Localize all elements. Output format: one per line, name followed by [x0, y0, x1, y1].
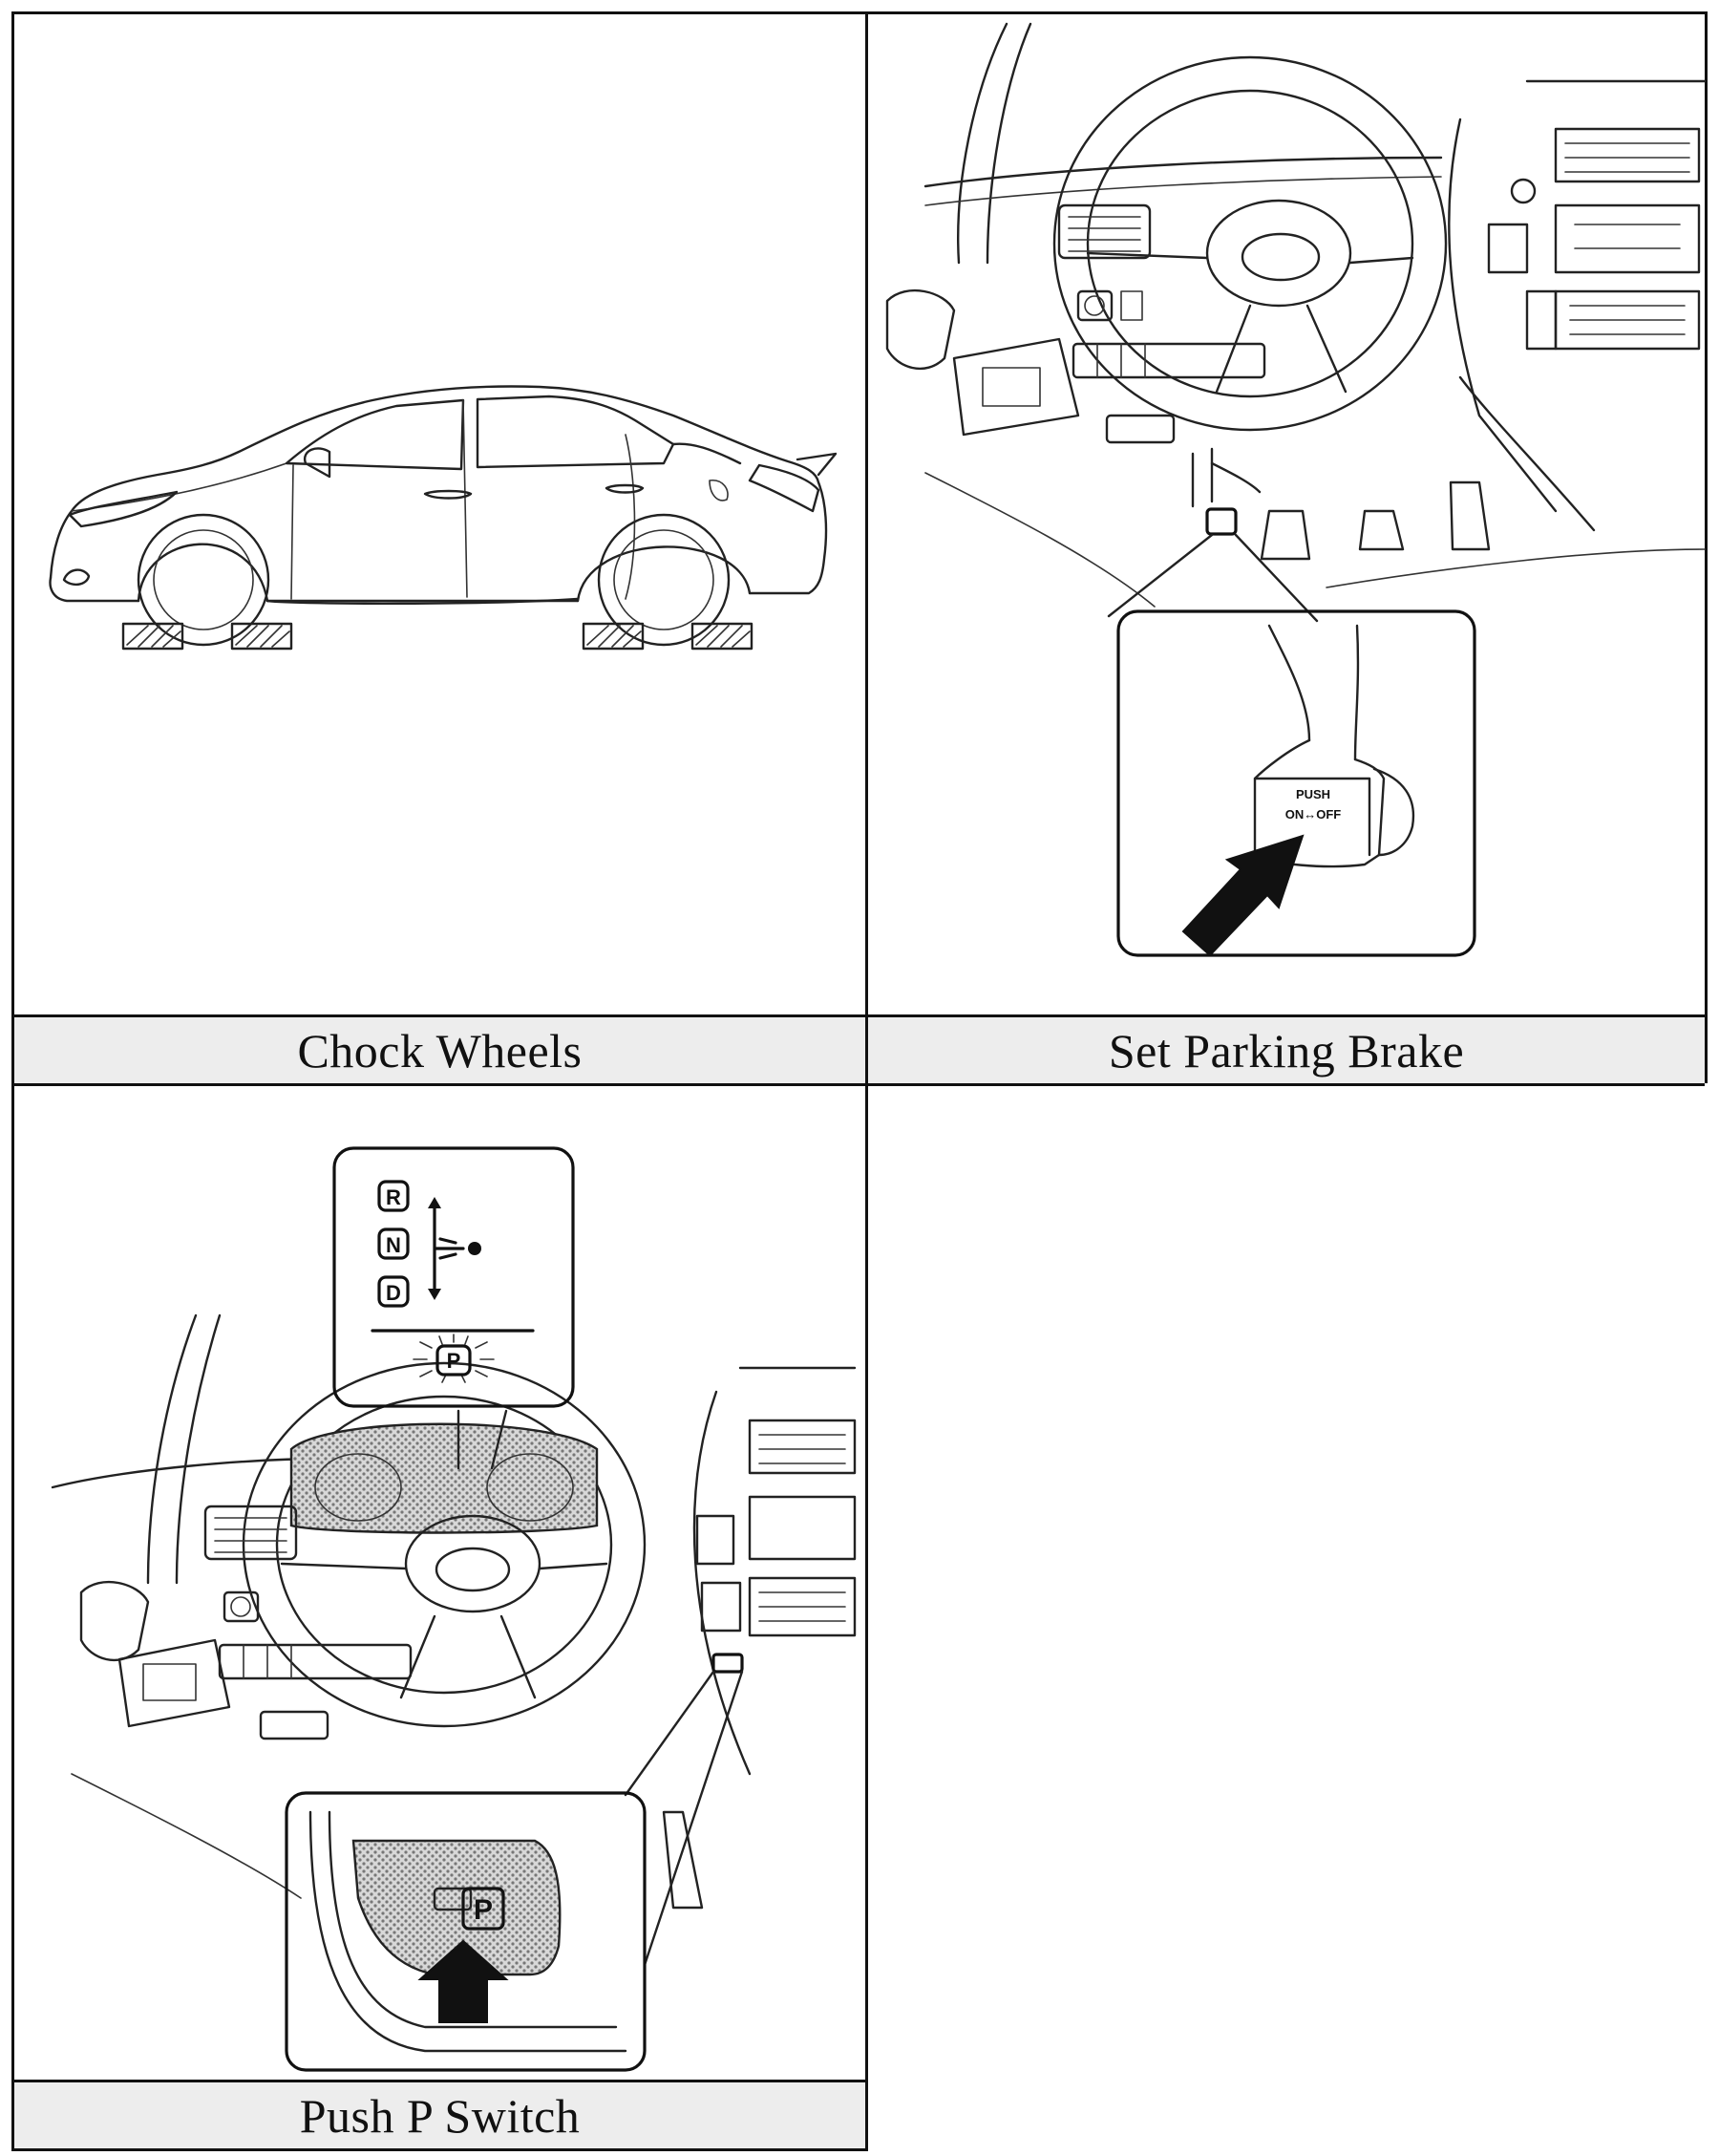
shift-position-n: N [377, 1227, 410, 1260]
table-border-left [11, 11, 14, 2151]
svg-text:R: R [386, 1185, 401, 1209]
table-border-top-right [868, 11, 1705, 14]
panel-set-parking-brake: PUSH ON↔OFF [868, 14, 1707, 1017]
wheel-chock-rear-right [690, 622, 753, 651]
switch-label-push: PUSH [1296, 787, 1330, 801]
instrument-cluster-highlight [289, 1422, 599, 1534]
p-switch-label: P [474, 1894, 493, 1926]
table-border-right [1705, 11, 1708, 1083]
table-border-top [11, 11, 868, 14]
caption-text: Push P Switch [299, 2088, 581, 2143]
caption-text: Set Parking Brake [1108, 1023, 1465, 1078]
shift-position-d: D [377, 1275, 410, 1308]
table-divider-vertical [865, 11, 868, 2151]
dashboard-illustration-p-switch: P R N D [51, 1146, 857, 2072]
park-indicator-icon: P [413, 1334, 495, 1383]
switch-label-on-off: ON↔OFF [1285, 807, 1342, 822]
push-arrow-icon [1181, 834, 1305, 957]
wheel-chock-front-left [121, 622, 184, 651]
panel-push-p-switch: P R N D [14, 1086, 865, 2089]
panel-chock-wheels [14, 14, 865, 1017]
push-arrow-icon [417, 1939, 509, 2023]
instruction-table: Chock Wheels [11, 11, 1708, 2151]
caption-text: Chock Wheels [297, 1023, 583, 1078]
svg-text:P: P [447, 1349, 461, 1373]
caption-push-p-switch: Push P Switch [14, 2080, 865, 2151]
p-switch-panel-highlight [351, 1839, 562, 1976]
dashboard-illustration-parking-brake: PUSH ON↔OFF [885, 22, 1707, 957]
shift-position-r: R [377, 1180, 410, 1212]
wheel-chock-front-right [230, 622, 293, 651]
svg-text:D: D [386, 1281, 401, 1305]
wheel-chock-rear-left [582, 622, 645, 651]
caption-set-parking-brake: Set Parking Brake [868, 1014, 1705, 1086]
svg-text:N: N [386, 1233, 401, 1257]
car-side-illustration [49, 385, 838, 651]
shift-lever-icon [428, 1197, 481, 1300]
caption-chock-wheels: Chock Wheels [14, 1014, 865, 1086]
